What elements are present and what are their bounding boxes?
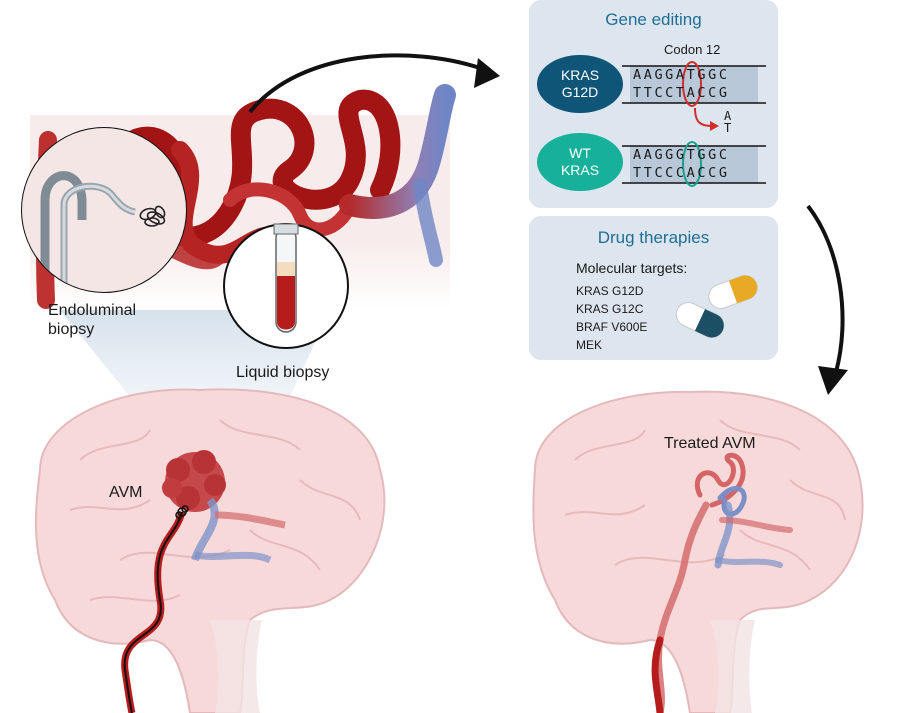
avm-nidus: [162, 450, 226, 512]
endoluminal-biopsy-label: Endoluminal biopsy: [48, 302, 137, 338]
gene-editing-panel: [529, 0, 778, 208]
edit-letter-top: A: [724, 109, 734, 123]
target-item: KRAS G12D: [576, 284, 644, 298]
arrow-to-gene-editing: [248, 53, 500, 114]
gene-editing-title: Gene editing: [605, 10, 702, 29]
kras-g12d-text: KRAS G12D: [537, 60, 623, 108]
wt-kras-pill: [537, 133, 623, 191]
capsule-yellow-icon: [708, 275, 758, 309]
drug-therapies-panel: [529, 216, 778, 360]
blood-tube-icon: [273, 223, 299, 333]
arrow-to-treated-avm: [806, 204, 848, 395]
mutation-highlight-red: [682, 61, 702, 107]
coil-device: [139, 205, 166, 227]
wt-bottom-strand: TTCCCACCG: [633, 165, 730, 181]
treated-avm-label: Treated AVM: [664, 435, 756, 452]
corrected-highlight-green: [682, 141, 702, 187]
edit-letter-bottom: T: [724, 121, 734, 135]
target-item: KRAS G12C: [576, 302, 644, 316]
wt-kras-line1: WT: [569, 145, 591, 161]
kras-g12d-line2: G12D: [561, 84, 599, 100]
liquid-biopsy-inset: [223, 223, 349, 349]
target-item: BRAF V600E: [576, 320, 648, 334]
brain-with-avm: [34, 388, 386, 713]
endoluminal-biopsy-inset: [21, 127, 187, 293]
drug-therapies-title: Drug therapies: [597, 228, 710, 247]
codon-label: Codon 12: [664, 42, 721, 57]
coil-in-avm: [175, 505, 189, 519]
wt-top-strand: AAGGGTGGC: [633, 147, 730, 163]
mutant-top-strand: AAGGATGGC: [633, 67, 730, 83]
mutant-bottom-strand: TTCCTACCG: [633, 85, 730, 101]
edit-arrow: [694, 107, 713, 127]
kras-g12d-pill: [537, 55, 623, 113]
avm-label: AVM: [109, 484, 143, 501]
capsule-teal-icon: [675, 302, 725, 338]
liquid-biopsy-label: Liquid biopsy: [236, 364, 330, 381]
wt-kras-line2: KRAS: [560, 162, 600, 178]
molecular-targets-subtitle: Molecular targets:: [576, 260, 688, 276]
wt-kras-text: WT KRAS: [537, 138, 623, 186]
kras-g12d-line1: KRAS: [560, 67, 600, 83]
treated-brain: [532, 390, 864, 713]
target-item: MEK: [576, 338, 603, 352]
